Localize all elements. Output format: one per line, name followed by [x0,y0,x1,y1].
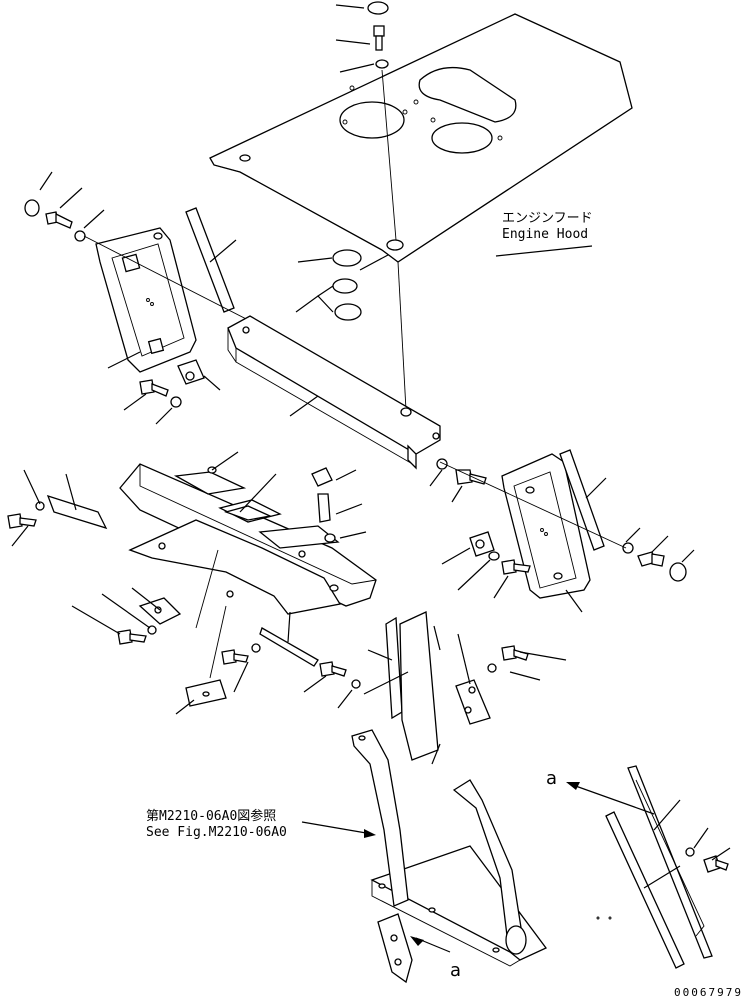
view-a-arrow-top [566,782,655,815]
engine-hood [209,13,633,263]
right-bolt-set [429,458,695,582]
left-rubber-strip [185,207,237,313]
reference-leader-arrow [301,821,376,838]
left-bolt-set [24,171,261,327]
hood-cap-plug [335,1,389,15]
lower-support-frame [119,451,377,615]
left-latch [123,359,221,425]
rubber-washer-stack [295,249,389,321]
right-side-cover [501,453,591,613]
center-rubber-plates [363,611,567,765]
engine-hood-leader [495,245,593,257]
engine-hood-label-en: Engine Hood [502,227,588,242]
lower-left-bracket [7,469,108,547]
upper-support-bracket [227,315,441,470]
view-marker-a-top: a [546,768,557,789]
lower-hinge-plate [71,549,219,645]
engine-hood-label-jp: エンジンフード [502,211,593,226]
document-number: 00067979 [674,986,743,999]
hood-washer [339,59,389,73]
view-marker-a-bottom: a [450,960,461,981]
base-stand [351,729,548,967]
hood-bolt-axis [381,69,397,241]
reference-label-en: See Fig.M2210-06A0 [146,825,287,840]
right-latch [441,531,531,599]
view-a-arrow-bottom [410,936,451,953]
small-plate [175,605,227,715]
right-rubber-strip [559,449,607,551]
hood-bolt [335,25,385,51]
detail-view-a [596,765,731,969]
left-side-cover [95,227,197,373]
hood-mount-axis [397,261,407,411]
lower-center-pins [221,467,367,709]
base-hinge-plate [377,913,413,984]
reference-label-jp: 第M2210-06A0図参照 [146,808,276,824]
